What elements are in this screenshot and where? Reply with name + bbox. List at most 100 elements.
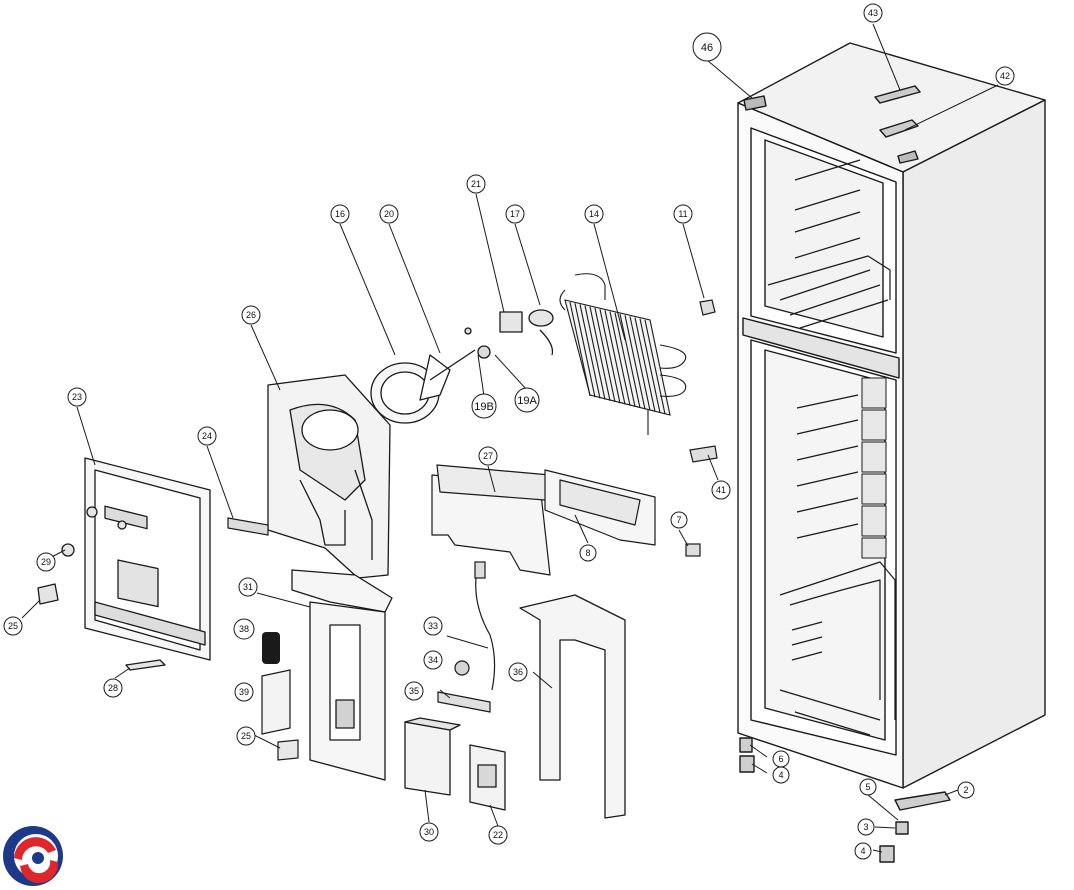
callout-circle bbox=[233, 618, 255, 640]
callout-circle bbox=[241, 305, 261, 325]
callout-circle bbox=[423, 650, 443, 670]
part-number-42: 42 bbox=[1000, 71, 1010, 81]
part-number-36: 36 bbox=[513, 667, 523, 677]
part-number-3: 3 bbox=[863, 822, 868, 832]
part-number-23: 23 bbox=[72, 392, 82, 402]
callout-circle bbox=[857, 818, 875, 836]
part-number-27: 27 bbox=[483, 451, 493, 461]
callout-circle bbox=[505, 204, 525, 224]
evaporator-fin bbox=[589, 306, 611, 401]
part-number-8: 8 bbox=[585, 548, 590, 558]
callout-circle bbox=[711, 480, 731, 500]
part-number-43: 43 bbox=[868, 8, 878, 18]
part-number-31: 31 bbox=[243, 582, 253, 592]
refrigerator-cabinet bbox=[737, 42, 1046, 863]
part-number-30: 30 bbox=[424, 827, 434, 837]
part-number-33: 33 bbox=[428, 621, 438, 631]
callout-circle bbox=[478, 446, 498, 466]
control-boxes bbox=[404, 717, 506, 811]
evaporator-fin bbox=[644, 319, 666, 415]
small-parts bbox=[685, 299, 718, 557]
part-number-41: 41 bbox=[716, 485, 726, 495]
evaporator-fin bbox=[634, 317, 656, 412]
part-number-29: 29 bbox=[41, 557, 51, 567]
leader-lines bbox=[21, 23, 999, 853]
evaporator-fin bbox=[619, 313, 641, 409]
part-number-4a: 4 bbox=[778, 770, 783, 780]
callout-circle bbox=[419, 822, 439, 842]
duct-covers bbox=[431, 464, 656, 576]
callout-circle bbox=[584, 204, 604, 224]
connector-24 bbox=[227, 517, 269, 536]
callout-circle bbox=[670, 511, 688, 529]
callout-circle bbox=[772, 766, 790, 784]
part-number-11: 11 bbox=[678, 209, 687, 219]
filter-38 bbox=[262, 632, 280, 664]
evaporator-fin bbox=[614, 312, 636, 407]
callout-circle bbox=[404, 681, 424, 701]
part-number-24: 24 bbox=[202, 431, 212, 441]
part-number-26: 26 bbox=[246, 310, 256, 320]
callout-circle bbox=[197, 426, 217, 446]
part-number-25a: 25 bbox=[8, 621, 18, 631]
part-number-25b: 25 bbox=[241, 731, 251, 741]
callout-circle bbox=[330, 204, 350, 224]
callout-circle bbox=[238, 577, 258, 597]
part-number-39: 39 bbox=[239, 687, 249, 697]
part-number-35: 35 bbox=[409, 686, 419, 696]
plate-39 bbox=[261, 669, 291, 735]
fan-cover-assembly bbox=[267, 309, 554, 579]
callout-circle bbox=[579, 544, 597, 562]
callout-circle bbox=[514, 387, 540, 413]
part-number-38: 38 bbox=[239, 624, 249, 634]
callout-circle bbox=[3, 616, 23, 636]
callout-circle bbox=[236, 726, 256, 746]
part-number-14: 14 bbox=[589, 209, 599, 219]
callout-circle bbox=[103, 678, 123, 698]
part-number-16: 16 bbox=[335, 209, 345, 219]
part-number-19a: 19A bbox=[517, 395, 537, 407]
part-number-20: 20 bbox=[384, 209, 394, 219]
part-number-4b: 4 bbox=[860, 846, 865, 856]
part-number-22: 22 bbox=[493, 830, 503, 840]
callout-circle bbox=[471, 393, 497, 419]
part-number-2: 2 bbox=[963, 785, 968, 795]
evaporator-fin bbox=[639, 318, 661, 413]
callout-circle bbox=[423, 616, 443, 636]
evaporator-fin bbox=[569, 301, 591, 397]
callout-circle bbox=[673, 204, 693, 224]
callout-circle bbox=[995, 66, 1015, 86]
evaporator-fin bbox=[594, 307, 616, 403]
callout-circle bbox=[957, 781, 975, 799]
door-frame-36 bbox=[519, 594, 626, 819]
part-number-34: 34 bbox=[428, 655, 438, 665]
callout-circle bbox=[508, 662, 528, 682]
part-number-21: 21 bbox=[471, 179, 481, 189]
evaporator-fin bbox=[609, 311, 631, 406]
callout-circle bbox=[854, 842, 872, 860]
plate-25b bbox=[277, 739, 299, 761]
evaporator-fin bbox=[574, 303, 596, 398]
callout-circle bbox=[488, 825, 508, 845]
evaporator-fin bbox=[584, 305, 606, 400]
part-number-5: 5 bbox=[865, 782, 870, 792]
callout-circle bbox=[67, 387, 87, 407]
part-number-17: 17 bbox=[510, 209, 520, 219]
part-number-19b: 19B bbox=[474, 401, 494, 413]
callout-circle bbox=[859, 778, 877, 796]
evaporator-fin bbox=[599, 309, 621, 404]
wire-harness bbox=[437, 561, 496, 713]
callout-circle bbox=[692, 32, 722, 62]
evaporator-fin bbox=[624, 315, 646, 410]
callout-circle bbox=[234, 682, 254, 702]
part-number-7: 7 bbox=[676, 515, 681, 525]
callout-circle bbox=[466, 174, 486, 194]
callout-circle bbox=[863, 3, 883, 23]
front-panel bbox=[37, 457, 211, 671]
callout-circle bbox=[379, 204, 399, 224]
brand-logo bbox=[3, 826, 63, 886]
evaporator-fin bbox=[579, 304, 601, 399]
evaporator bbox=[559, 273, 687, 435]
